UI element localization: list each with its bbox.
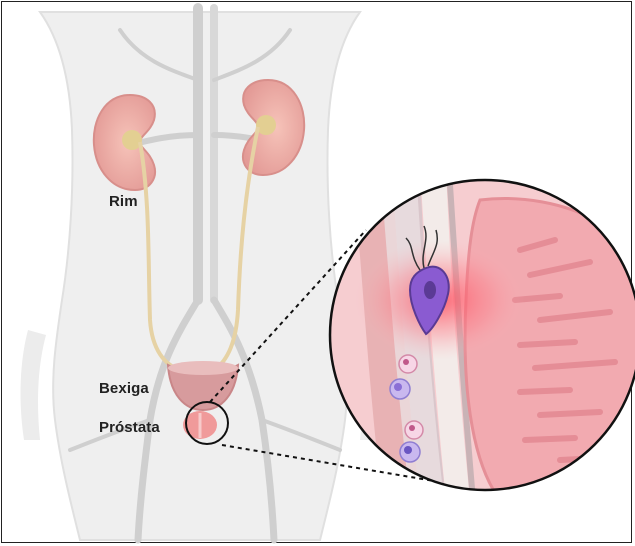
label-prostate: Próstata [99,419,160,436]
label-kidney: Rim [109,193,138,210]
label-bladder: Bexiga [99,380,149,397]
zoom-detail-circle [320,170,635,500]
